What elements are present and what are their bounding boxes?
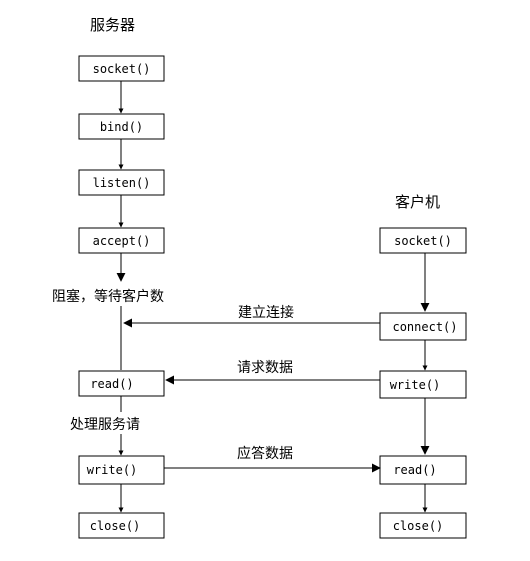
client-socket-label: socket() [394,234,452,248]
request-message-label: 请求数据 [237,360,293,376]
server-socket-label: socket() [93,62,151,76]
blocking-note: 阻塞，等待客户数 [52,288,164,305]
client-close-box: close() [379,512,467,539]
server-accept-box: accept() [78,227,165,254]
server-close-box: close() [78,512,165,539]
client-close-label: close() [393,519,444,533]
connect-message-label: 建立连接 [238,304,294,321]
client-read-box: read() [379,455,467,485]
server-listen-box: listen() [78,169,165,196]
client-connect-label: connect() [392,320,457,334]
client-write-box: write() [379,370,467,399]
processing-note: 处理服务请 [70,417,140,433]
client-read-label: read() [393,463,436,477]
client-write-label: write() [390,378,441,392]
server-title: 服务器 [90,16,135,34]
server-read-label: read() [90,377,133,391]
server-bind-label: bind() [100,120,143,134]
server-write-label: write() [87,463,138,477]
server-close-label: close() [90,519,141,533]
client-socket-box: socket() [379,227,467,254]
client-title: 客户机 [395,193,440,211]
server-bind-box: bind() [78,113,165,140]
server-read-box: read() [78,370,165,397]
client-connect-box: connect() [379,312,467,341]
response-message-label: 应答数据 [237,445,293,462]
server-accept-label: accept() [93,234,151,248]
server-listen-label: listen() [93,176,151,190]
server-write-box: write() [78,455,165,485]
server-socket-box: socket() [78,55,165,82]
